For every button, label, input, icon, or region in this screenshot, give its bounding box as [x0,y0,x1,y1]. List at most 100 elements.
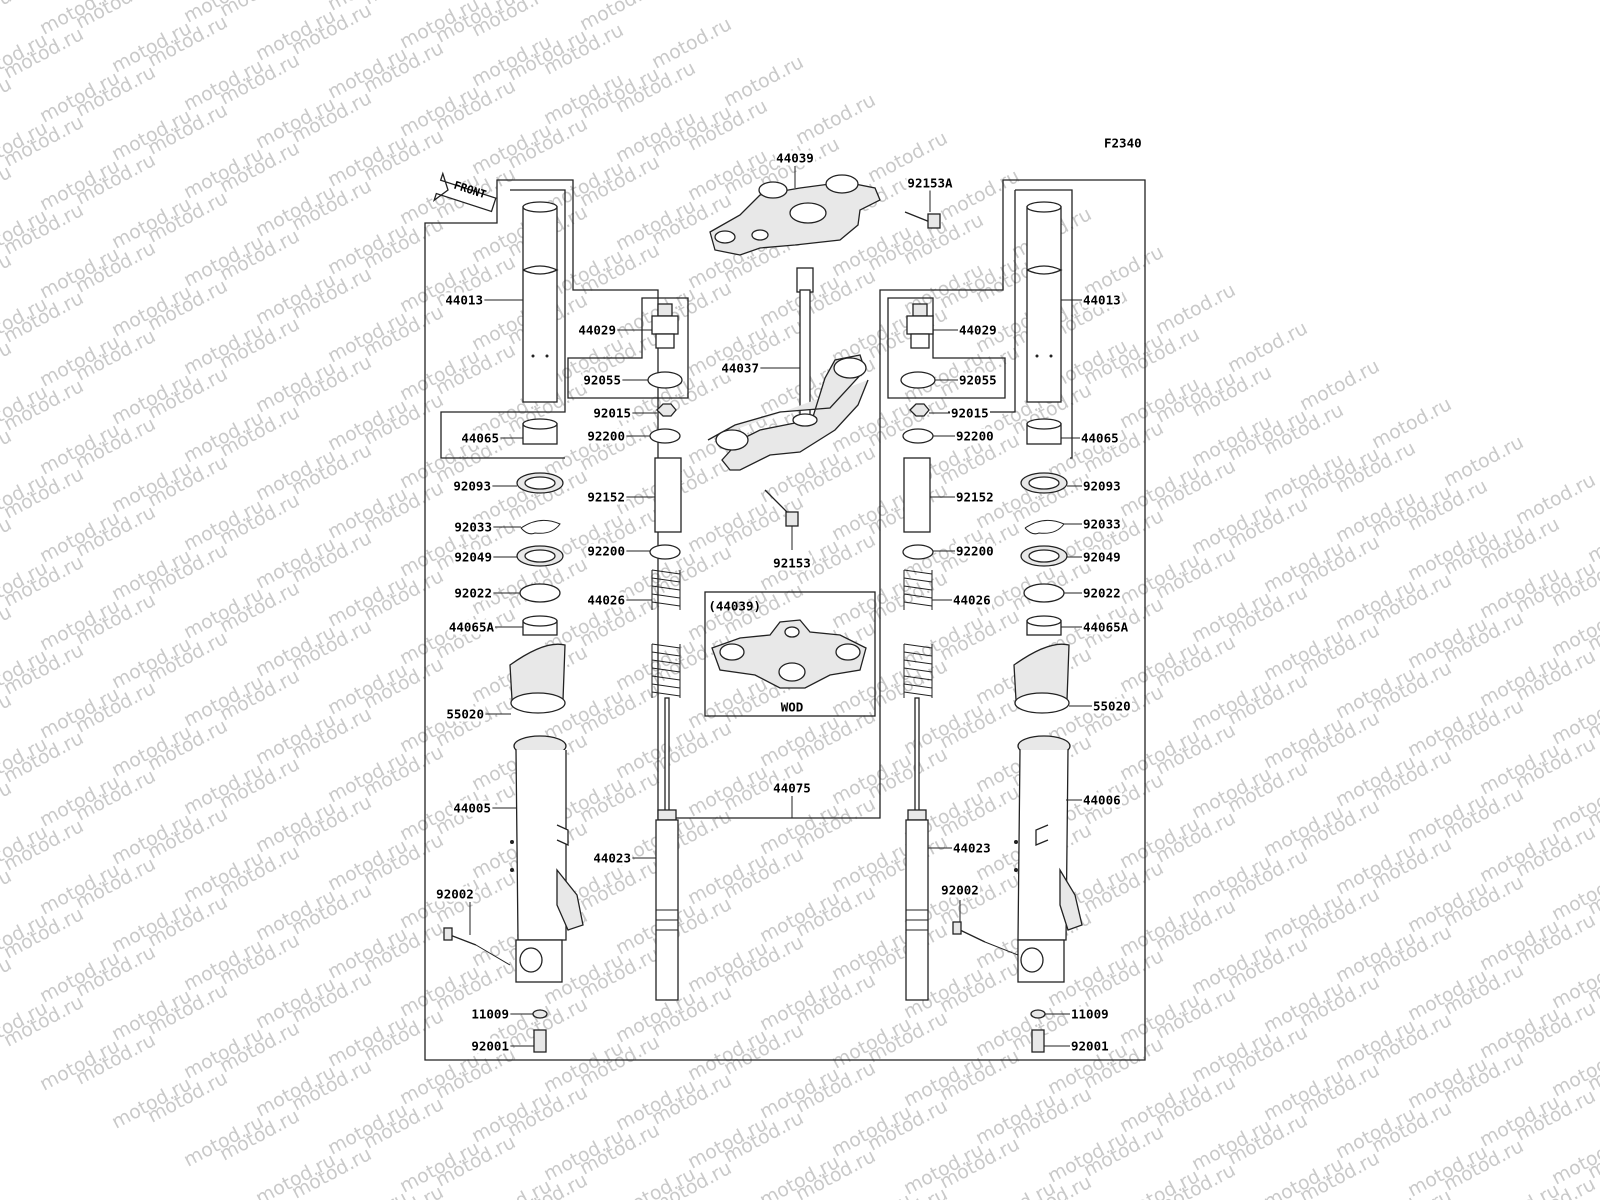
left-inner-tube-icon [522,201,559,403]
right-fork-cap-icon [906,303,934,349]
part-44026-right: 44026 [952,592,992,608]
part-44023-left: 44023 [592,850,632,866]
right-oring-icon [900,371,936,389]
left-rod-icon [655,697,679,1001]
left-drain-bolt-icon [533,1029,547,1053]
left-oring-icon [647,371,683,389]
right-cover-icon [1013,643,1070,714]
part-11009-left: 11009 [470,1006,510,1022]
steering-stem-icon [707,267,869,471]
right-drain-bolt-icon [1031,1029,1045,1053]
right-rod-icon [905,697,929,1001]
right-bushing-a-icon [1026,615,1062,636]
part-92049-right: 92049 [1082,549,1122,565]
right-clip-icon [1024,519,1065,535]
right-nut-icon [909,403,930,417]
part-92015-left: 92015 [592,405,632,421]
part-92200-upper-left: 92200 [586,428,626,444]
left-bushing-a-icon [522,615,558,636]
part-92093-left: 92093 [452,478,492,494]
variant-code: WOD [780,699,804,715]
left-gasket-icon [532,1009,548,1019]
part-92002-left: 92002 [435,886,475,902]
part-55020-left: 55020 [445,706,485,722]
right-inner-tube-icon [1026,201,1063,403]
part-44013-right: 44013 [1082,292,1122,308]
part-44026-left: 44026 [586,592,626,608]
part-92001-left: 92001 [470,1038,510,1054]
part-44065-left: 44065 [460,430,500,446]
left-outer-tube-icon [510,735,584,983]
part-92200-lower-right: 92200 [955,543,995,559]
right-washer-seal-icon [1020,545,1068,567]
left-nut-icon [656,403,677,417]
part-44075: 44075 [772,780,812,796]
variant-reference: (44039) [708,598,761,614]
part-55020-right: 55020 [1092,698,1132,714]
left-tube-box [440,189,566,459]
part-11009-right: 11009 [1070,1006,1110,1022]
part-44013-left: 44013 [444,292,484,308]
variant-clamp-icon [711,619,867,689]
bolt-92153a-icon [904,211,941,229]
front-arrow-icon [432,171,497,213]
part-44039: 44039 [775,150,815,166]
bolt-92153-icon [764,489,799,527]
part-92093-right: 92093 [1082,478,1122,494]
part-92015-right: 92015 [950,405,990,421]
part-92002-right: 92002 [940,882,980,898]
part-92152-right: 92152 [955,489,995,505]
left-bushing-icon [522,418,558,445]
part-92055-right: 92055 [958,372,998,388]
left-cap-box [567,297,689,399]
part-44065-right: 44065 [1080,430,1120,446]
part-92200-lower-left: 92200 [586,543,626,559]
part-92033-left: 92033 [453,519,493,535]
upper-triple-clamp-icon [709,174,881,256]
right-outer-tube-icon [1014,735,1083,983]
part-44065a-left: 44065A [447,619,495,635]
part-44037: 44037 [720,360,760,376]
figure-code: F2340 [1104,135,1142,151]
left-fork-spring-icon [651,569,681,698]
left-ring-icon [519,583,561,603]
part-92055-left: 92055 [582,372,622,388]
part-92049-left: 92049 [453,549,493,565]
right-cap-box [887,297,1006,399]
right-washer-upper-icon [902,428,934,444]
part-44005: 44005 [452,800,492,816]
left-washer-lower-icon [649,544,681,560]
part-92200-upper-right: 92200 [955,428,995,444]
left-seal-icon [516,472,564,494]
right-gasket-icon [1030,1009,1046,1019]
variant-box [704,591,876,717]
left-washer-seal-icon [516,545,564,567]
right-bushing-icon [1026,418,1062,445]
part-44029-right: 44029 [958,322,998,338]
part-92022-left: 92022 [453,585,493,601]
left-cover-icon [509,643,566,714]
right-seal-icon [1020,472,1068,494]
right-axle-bolt-icon [952,921,986,943]
left-axle-bolt-icon [443,927,477,946]
left-fork-cap-icon [651,303,679,349]
part-44065a-right: 44065A [1082,619,1130,635]
part-44029-left: 44029 [577,322,617,338]
part-44006: 44006 [1082,792,1122,808]
leader-lines [469,166,1092,1047]
part-92033-right: 92033 [1082,516,1122,532]
part-92153a: 92153A [906,175,954,191]
part-92022-right: 92022 [1082,585,1122,601]
part-44023-right: 44023 [952,840,992,856]
left-washer-upper-icon [649,428,681,444]
left-clip-icon [520,519,561,535]
left-spacer-icon [654,457,682,533]
right-spacer-icon [903,457,931,533]
part-92153: 92153 [772,555,812,571]
right-ring-icon [1023,583,1065,603]
right-washer-lower-icon [902,544,934,560]
part-92152-left: 92152 [586,489,626,505]
right-fork-spring-icon [903,569,933,698]
part-92001-right: 92001 [1070,1038,1110,1054]
